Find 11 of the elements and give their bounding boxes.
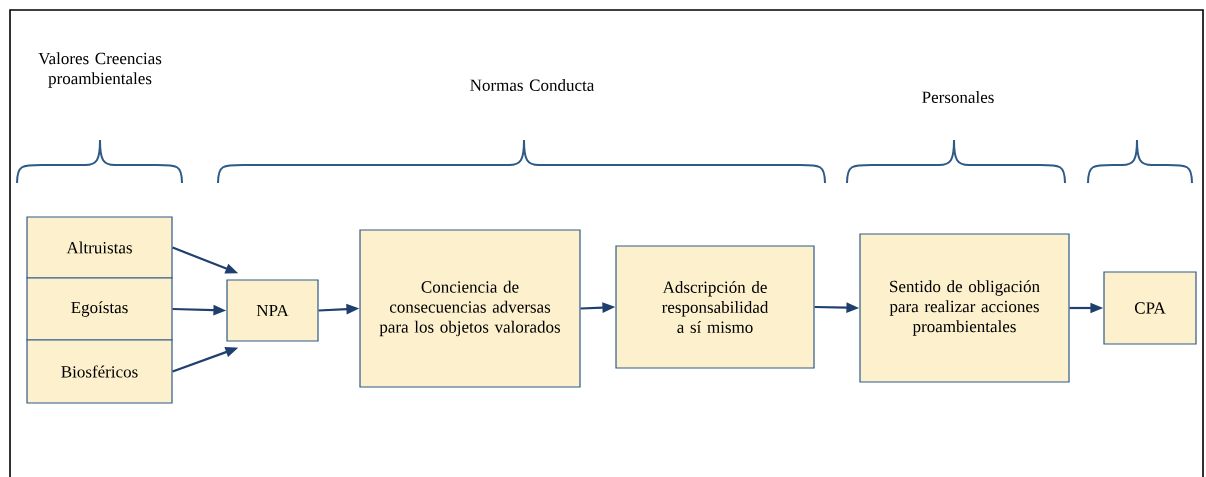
process-box: Biosféricos xyxy=(26,339,173,404)
group-heading: Valores Creencias proambientales xyxy=(38,52,162,88)
process-box: Conciencia de consecuencias adversas para los objetos valorados xyxy=(359,229,581,388)
process-box: NPA xyxy=(226,279,319,342)
process-box: CPA xyxy=(1103,271,1197,345)
process-box: Sentido de obligación para realizar acciones proambientales xyxy=(859,233,1070,383)
group-heading: Personales xyxy=(922,91,994,103)
process-box: Adscripción de responsabilidad a sí mismo xyxy=(615,245,815,369)
group-heading: Normas Conducta xyxy=(470,79,595,91)
process-box: Altruistas xyxy=(26,216,173,279)
process-box: Egoístas xyxy=(26,277,173,341)
